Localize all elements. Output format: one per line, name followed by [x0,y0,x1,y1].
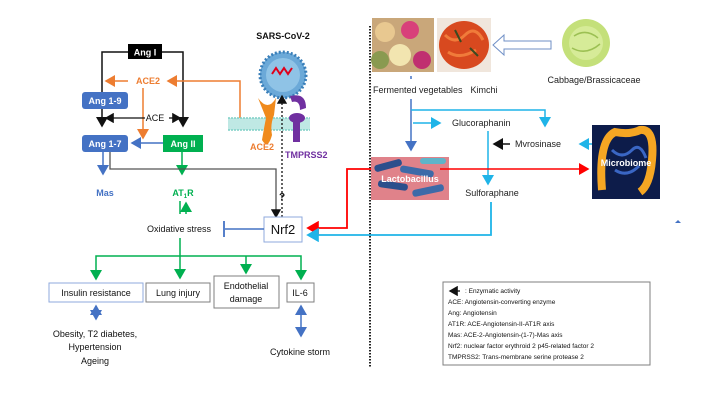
kimchi-label: Kimchi [470,85,497,95]
endothelial-label-1: Endothelial [224,281,269,291]
oxidative-stress-label: Oxidative stress [147,224,212,234]
tmprss2-icon [289,95,306,142]
legend-item: Nrf2: nuclear factor erythroid 2 p45-rel… [448,343,594,350]
legend-item: : Enzymatic activity [465,288,521,295]
legend-item: Ang: Angiotensin [448,310,497,317]
virus-title: SARS-CoV-2 [256,31,310,41]
ang17-box [82,135,128,152]
insulin-label: Insulin resistance [61,288,131,298]
obesity-label-2: Hypertension [68,342,121,352]
legend-item: TMPRSS2: Trans-membrane serine protease … [448,354,584,361]
ang1-label: Ang I [134,48,157,58]
ang1-to-ang2-arrow [162,51,189,128]
ang17-to-nrf2-arrow [109,152,282,219]
ang17-label: Ang 1-7 [88,139,121,149]
legend-item: Mas: ACE-2-Angiotensin-(1-7)-Mas axis [448,332,563,339]
ace2-enzyme-label: ACE2 [136,76,160,86]
ang2-box [163,135,203,152]
legend-item: ACE: Angiotensin-converting enzyme [448,299,556,306]
tmprss2-label: TMPRSS2 [285,150,328,160]
obesity-label-1: Obesity, T2 diabetes, [53,329,137,339]
cabbage-image [562,19,610,67]
insulin-box [48,282,144,303]
green-branch-line [95,255,302,278]
legend-box [442,281,651,366]
ang1-to-ang17-arrow [96,51,128,128]
lactobacillus-image [371,157,449,200]
ace2-receptor-label: ACE2 [250,142,274,152]
cabbage-label: Cabbage/Brassicaceae [547,75,640,85]
lactobacillus-label: Lactobacillus [381,174,439,184]
endothelial-box [213,275,280,309]
nrf2-label: Nrf2 [271,222,296,237]
lung-label: Lung injury [156,288,201,298]
obesity-label-3: Ageing [81,356,109,366]
ang2-label: Ang II [171,139,196,149]
at1r-label: AT1R [172,188,194,200]
sulforaphane-label: Sulforaphane [465,188,519,198]
mas-label: Mas [96,188,114,198]
myrosinase-label: Mvrosinase [515,139,561,149]
microbiome-label: Microbiome [601,158,652,168]
kimchi-image [437,18,491,72]
lactobacillus-to-nrf2-arrow [306,168,371,236]
sulforaphane-to-nrf2-arrow [306,202,492,243]
il6-label: IL-6 [292,288,308,298]
il6-box [286,282,315,303]
lung-box [145,282,211,303]
cytokine-label: Cytokine storm [270,347,330,357]
small-marker-icon [675,220,681,223]
cabbage-to-kimchi-arrow [492,33,552,57]
ang1-box [128,44,162,59]
glucoraphanin-label: Glucoraphanin [452,118,511,128]
legend-item: AT1R: ACE-Angiotensin-II-AT1R axis [448,321,555,328]
ang19-box [82,92,128,109]
endothelial-label-2: damage [230,294,263,304]
question-mark: ? [279,192,285,203]
fermented-label: Fermented vegetables [373,85,463,95]
receptor-ace2-arrow [166,75,241,130]
microbiome-image [592,125,660,199]
virus-icon [258,50,308,100]
ang19-label: Ang 1-9 [88,96,121,106]
ace2-receptor-icon [258,98,276,144]
fermented-vegetables-image [371,18,434,72]
ace-label: ACE [146,113,165,123]
fermented-to-myrosinase-arrow [411,109,551,128]
